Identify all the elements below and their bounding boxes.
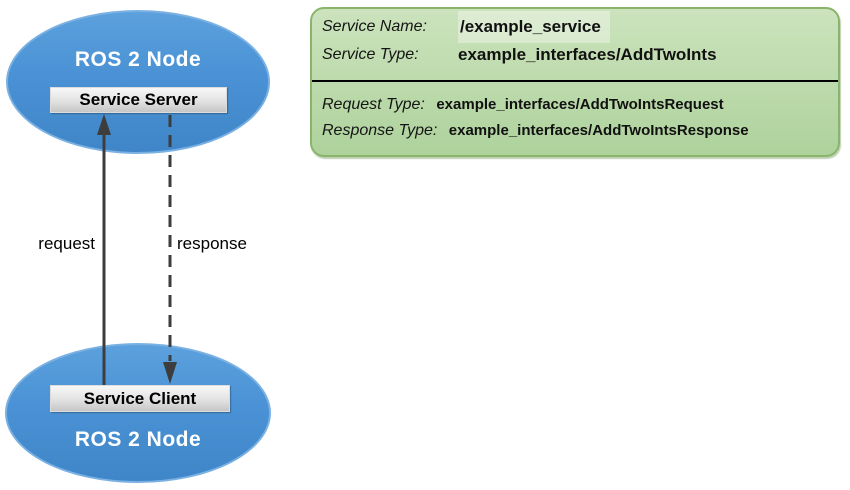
service-client-box: Service Client: [50, 385, 230, 412]
card-divider: [312, 80, 838, 82]
request-edge-label: request: [38, 234, 95, 253]
request-type-value: example_interfaces/AddTwoIntsRequest: [436, 96, 724, 113]
response-type-row: Response Type: example_interfaces/AddTwo…: [322, 118, 838, 144]
service-type-label: Service Type:: [322, 46, 419, 63]
response-edge-label: response: [177, 234, 247, 253]
server-node-title: ROS 2 Node: [74, 48, 202, 71]
request-type-row: Request Type: example_interfaces/AddTwoI…: [322, 92, 838, 118]
service-type-row: Service Type: example_interfaces/AddTwoI…: [322, 41, 838, 69]
server-node-ellipse: [6, 10, 270, 154]
response-type-label: Response Type:: [322, 122, 438, 139]
service-type-value: example_interfaces/AddTwoInts: [458, 45, 717, 64]
client-node-title: ROS 2 Node: [74, 428, 202, 451]
service-name-value: /example_service: [458, 11, 610, 43]
service-name-row: Service Name: /example_service: [322, 11, 838, 43]
service-identity-section: Service Name: /example_service Service T…: [312, 9, 838, 80]
service-name-label: Service Name:: [322, 18, 427, 35]
service-messages-section: Request Type: example_interfaces/AddTwoI…: [312, 82, 838, 144]
service-server-box: Service Server: [50, 87, 227, 113]
service-info-card: Service Name: /example_service Service T…: [310, 7, 840, 157]
request-type-label: Request Type:: [322, 96, 425, 113]
client-node-ellipse: [5, 343, 271, 483]
response-type-value: example_interfaces/AddTwoIntsResponse: [448, 122, 749, 139]
